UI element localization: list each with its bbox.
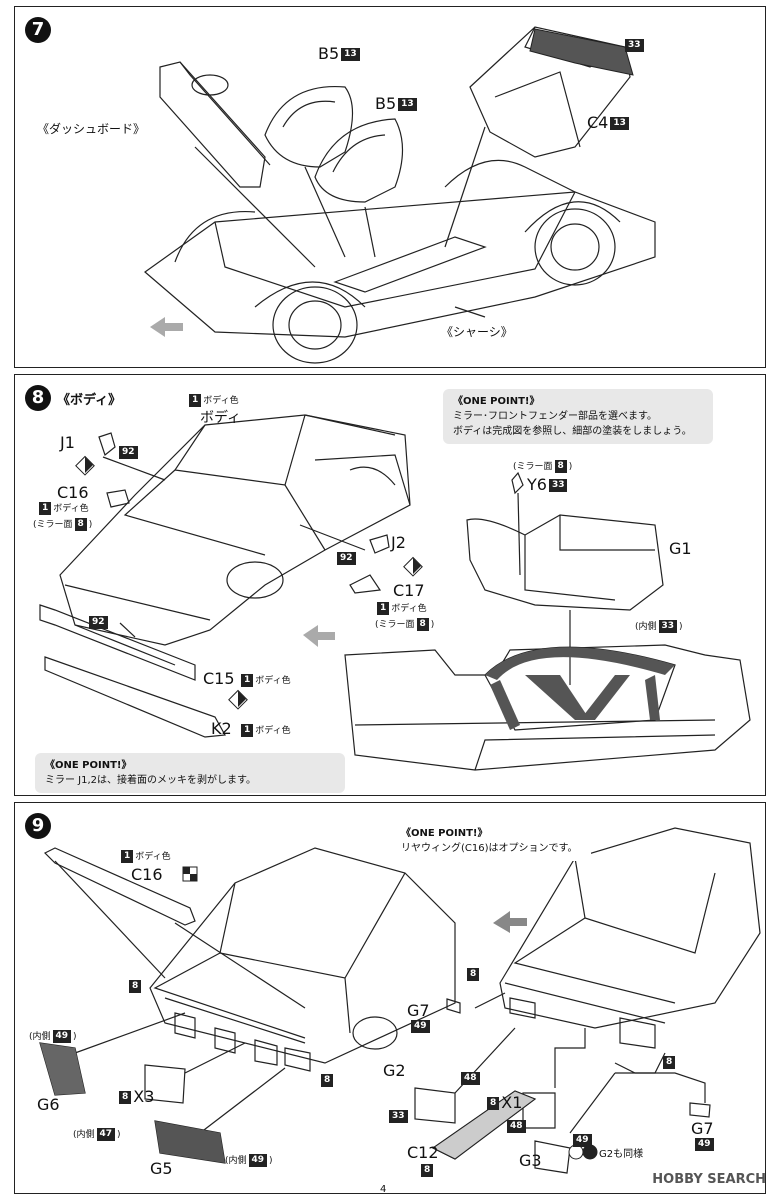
c16-label: C16: [57, 483, 89, 502]
dashboard-label: 《ダッシュボード》: [37, 122, 146, 136]
body-drawing: [39, 414, 751, 771]
g7-label-a: G7: [407, 1001, 430, 1020]
g1-label: G1: [669, 539, 692, 558]
onepoint-box: 《ONE POINT!》 リヤウィング(C16)はオプションです。: [391, 821, 591, 861]
watermark: HOBBY SEARCH: [652, 1172, 766, 1187]
front-parts-drawing: [39, 827, 761, 1174]
step-title: 《ボディ》: [57, 393, 122, 408]
chassis-drawing: [144, 26, 656, 364]
onepoint-box-1: 《ONE POINT!》 ミラー･フロントフェンダー部品を選べます。 ボディは完…: [443, 389, 713, 444]
step-9-panel: 9: [14, 802, 766, 1194]
g7-label-b: G7: [691, 1119, 714, 1138]
step-7-panel: 7: [14, 6, 766, 368]
grille-color-box: 92: [87, 615, 110, 629]
onepoint-box-2: 《ONE POINT!》 ミラー J1,2は、接着面のメッキを剥がします。: [35, 753, 345, 793]
g3-color-box-b: 49: [571, 1133, 594, 1147]
body-label: ボディ: [200, 410, 242, 426]
c12-color-box-b: 8: [419, 1163, 435, 1177]
rear-color-box: 33: [623, 38, 646, 52]
color-box-8-a: 8: [127, 979, 143, 993]
g2-color-box: 48: [459, 1071, 482, 1085]
c12-label: C12: [407, 1143, 439, 1162]
g3-label: G3: [519, 1151, 542, 1170]
k2-label: K2: [211, 719, 232, 738]
c16-label: C16: [131, 865, 163, 884]
g2-same-note: G2も同様: [599, 1149, 644, 1160]
j1-color-box: 92: [117, 445, 140, 459]
g7-color-box-a: 49: [409, 1019, 432, 1033]
c17-label: C17: [393, 581, 425, 600]
page-number: 4: [380, 1184, 387, 1195]
c12-color-box-a: 33: [387, 1109, 410, 1123]
c15-label: C15: [203, 669, 235, 688]
diamond-icons: [75, 455, 423, 710]
j2-color-box: 92: [335, 551, 358, 565]
g7-color-box-b: 49: [693, 1137, 716, 1151]
step-number: 7: [25, 17, 51, 43]
color-box-8-b: 8: [319, 1073, 335, 1087]
g2-label: G2: [383, 1061, 406, 1080]
g3-color-box-a: 48: [505, 1119, 528, 1133]
color-box-8-c: 8: [465, 967, 481, 981]
step-number: 8: [25, 385, 51, 411]
step-number: 9: [25, 813, 51, 839]
j2-label: J2: [391, 533, 406, 552]
g6-label: G6: [37, 1095, 60, 1114]
g5-label: G5: [150, 1159, 173, 1178]
step-8-panel: 8 《ボディ》: [14, 374, 766, 796]
j1-label: J1: [60, 433, 75, 452]
color-box-8-d: 8: [661, 1055, 677, 1069]
chassis-label: 《シャーシ》: [441, 325, 513, 339]
